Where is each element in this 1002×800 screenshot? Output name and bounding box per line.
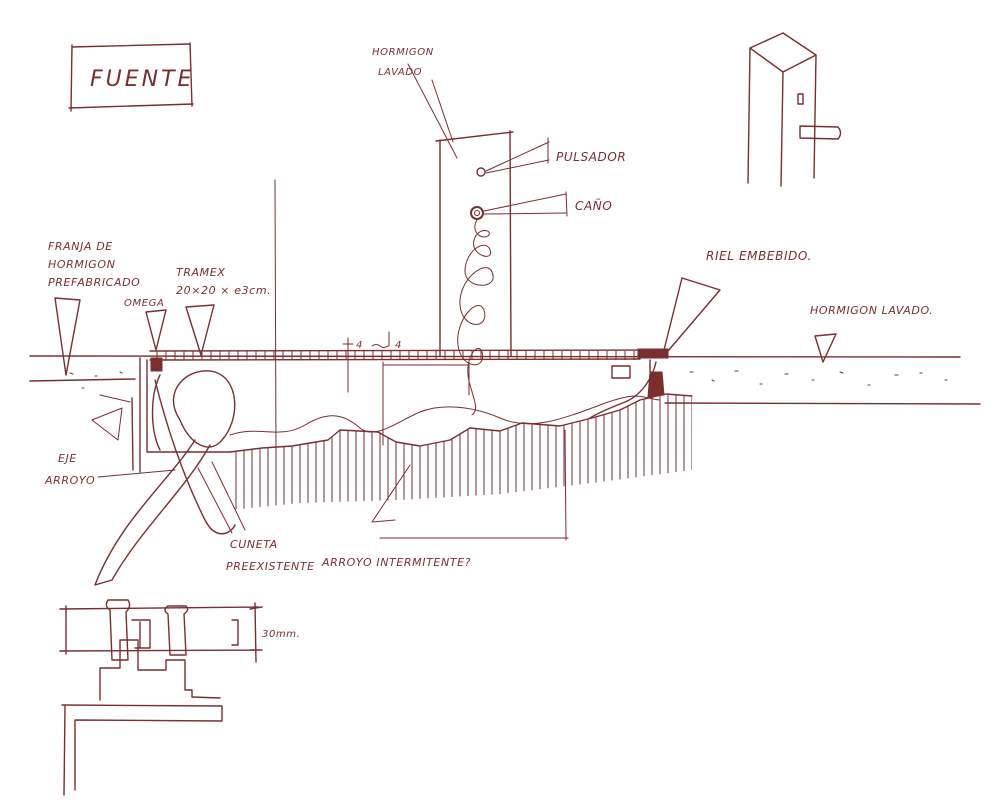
label-riel-embebido: RIEL EMBEBIDO. bbox=[706, 249, 812, 263]
label-franja-line2: HORMIGON bbox=[48, 258, 116, 271]
ground-line-left-lower bbox=[29, 378, 136, 382]
grate-left-support bbox=[150, 357, 163, 372]
grate-spacing-2: 4 bbox=[395, 340, 402, 351]
label-hormigon-lavado-right: HORMIGON LAVADO. bbox=[810, 304, 933, 317]
frame-profile-detail bbox=[61, 704, 223, 796]
water-surface bbox=[229, 395, 661, 436]
label-eje-arroyo-line1: EJE bbox=[58, 452, 77, 465]
leader-pulsador bbox=[485, 137, 550, 174]
label-tramex-line1: TRAMEX bbox=[176, 266, 225, 279]
title-box bbox=[68, 42, 194, 112]
spout-symbol-inner bbox=[474, 210, 480, 216]
tramex-grate bbox=[149, 349, 656, 361]
riel-embebido-bracket bbox=[611, 359, 651, 379]
pit-right-edge bbox=[589, 361, 657, 419]
tramex-detail-bars bbox=[105, 599, 189, 661]
push-button-symbol bbox=[476, 167, 486, 177]
riel-embebido-anchor bbox=[647, 371, 665, 398]
leader-eje-arroyo bbox=[91, 394, 176, 478]
label-eje-arroyo-line2: ARROYO bbox=[44, 474, 95, 487]
label-franja-line3: PREFABRICADO bbox=[48, 276, 140, 289]
post-foundation bbox=[371, 361, 569, 541]
stream-axis-arrow bbox=[94, 439, 211, 586]
trench-ground-hatch bbox=[230, 394, 692, 510]
tramex-grate-hatch bbox=[152, 351, 640, 360]
reference-line bbox=[274, 179, 277, 456]
label-omega: OMEGA bbox=[124, 298, 164, 309]
leader-franja bbox=[54, 297, 81, 376]
label-pulsador: PULSADOR bbox=[556, 150, 626, 164]
trench-bottom bbox=[229, 393, 693, 453]
grate-spacing-1: 4 bbox=[356, 340, 363, 351]
leader-cuneta bbox=[197, 461, 246, 534]
pavement-line-right bbox=[664, 402, 981, 405]
label-cuneta-line2: PREEXISTENTE bbox=[226, 560, 315, 573]
label-cuneta-line1: CUNETA bbox=[230, 538, 278, 551]
fountain-post bbox=[435, 130, 514, 357]
ground-texture-dots bbox=[69, 370, 948, 389]
tree-blob bbox=[172, 370, 236, 448]
label-cano: CAÑO bbox=[575, 198, 612, 213]
post-perspective bbox=[747, 32, 817, 187]
leader-riel bbox=[661, 277, 721, 359]
leader-tramex bbox=[185, 304, 215, 356]
label-arroyo-intermitente: ARROYO INTERMITENTE? bbox=[321, 556, 471, 569]
leader-omega bbox=[145, 309, 167, 351]
title-label: FUENTE bbox=[90, 67, 194, 92]
label-hormigon-lavado-top-line1: HORMIGON bbox=[372, 47, 434, 58]
left-edge-wall bbox=[131, 357, 231, 473]
tramex-detail-section bbox=[59, 602, 263, 663]
label-hormigon-lavado-top-line2: LAVADO bbox=[378, 67, 422, 78]
leader-hormigon-lavado-right bbox=[814, 333, 837, 363]
ditch-curve bbox=[151, 374, 236, 535]
riel-embebido-top bbox=[637, 348, 669, 359]
leader-cano bbox=[483, 191, 568, 217]
grate-dimension-marks bbox=[342, 331, 390, 393]
water-jet-spiral bbox=[457, 219, 494, 416]
leader-hormigon-lavado-top bbox=[407, 63, 458, 159]
omega-profile-detail bbox=[99, 639, 221, 701]
spout-symbol bbox=[470, 206, 484, 220]
label-tramex-line2: 20×20 × e3cm. bbox=[176, 284, 271, 297]
label-franja-line1: FRANJA DE bbox=[48, 240, 113, 253]
detail-dimension-label: 30mm. bbox=[262, 629, 300, 640]
push-button-perspective bbox=[797, 93, 804, 105]
spout-perspective bbox=[799, 125, 842, 140]
